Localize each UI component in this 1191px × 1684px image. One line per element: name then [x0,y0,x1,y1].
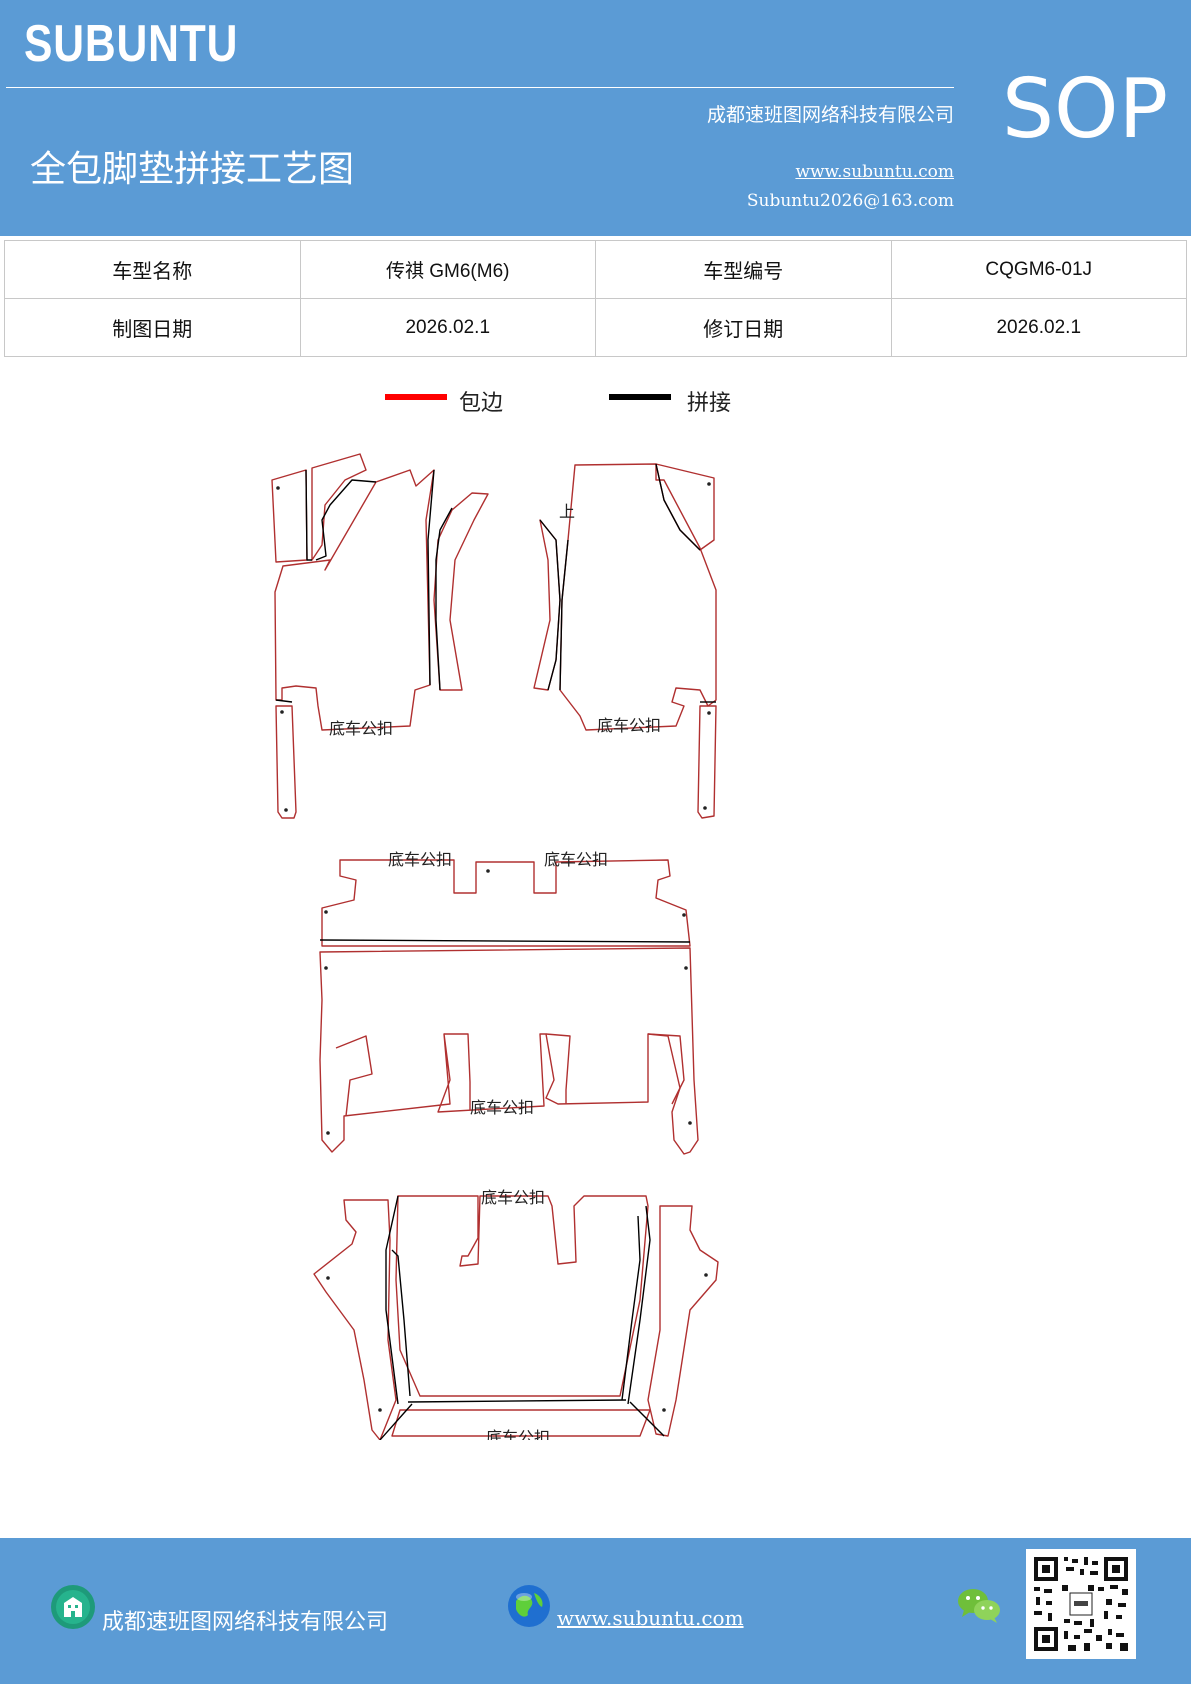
pattern-label: 底车公扣 [329,719,393,738]
footer-url-link[interactable]: www.subuntu.com [557,1606,744,1630]
legend-seam-label: 拼接 [687,391,732,416]
header-url-link[interactable]: www.subuntu.com [795,162,954,182]
table-row: 制图日期 2026.02.1 修订日期 2026.02.1 [4,298,1187,357]
globe-icon [508,1585,550,1627]
qr-code [1026,1549,1136,1659]
brand-logo: SUBUNTU [24,15,239,73]
legend-edge-label: 包边 [459,391,504,416]
locating-dots [276,482,711,1412]
pattern-label: 底车公扣 [544,850,608,869]
header-banner: SUBUNTU 成都速班图网络科技有限公司 全包脚垫拼接工艺图 www.subu… [0,0,1191,236]
up-marker: 上 [559,502,575,521]
pattern-label: 底车公扣 [597,716,661,735]
sop-badge: SOP [1002,62,1169,157]
header-company: 成都速班图网络科技有限公司 [706,104,954,126]
footer-company: 成都速班图网络科技有限公司 [102,1610,389,1635]
legend: 包边 拼接 [385,385,845,421]
revise-date-value: 2026.02.1 [890,298,1187,357]
table-row: 车型名称 传祺 GM6(M6) 车型编号 CQGM6-01J [4,240,1187,299]
front-left-mat [271,453,489,819]
header-email: Subuntu2026@163.com [746,191,954,211]
pattern-label: 底车公扣 [481,1188,545,1207]
model-code-label: 车型编号 [595,240,892,299]
document-title: 全包脚垫拼接工艺图 [30,149,355,190]
model-name-value: 传祺 GM6(M6) [299,240,596,299]
third-row-mat [313,1195,719,1440]
pattern-label: 底车公扣 [486,1428,550,1440]
second-row-mat [319,859,699,1155]
model-code-value: CQGM6-01J [890,240,1187,299]
building-icon [51,1585,95,1629]
model-name-label: 车型名称 [4,240,301,299]
wechat-icon [958,1589,1000,1623]
legend-seam-swatch [609,394,671,400]
pattern-label: 底车公扣 [388,850,452,869]
info-table: 车型名称 传祺 GM6(M6) 车型编号 CQGM6-01J 制图日期 2026… [4,240,1187,357]
header-divider [6,87,954,88]
mat-pattern-drawing: 上 底车公扣 底车公扣 底车公扣 底车公扣 底车公扣 底车公扣 底车公扣 [271,453,719,1440]
revise-date-label: 修订日期 [595,298,892,357]
front-right-mat [533,463,717,819]
pattern-label: 底车公扣 [470,1098,534,1117]
draw-date-label: 制图日期 [4,298,301,357]
legend-edge-swatch [385,394,447,400]
footer-banner: 成都速班图网络科技有限公司 www.subuntu.com [0,1538,1191,1684]
draw-date-value: 2026.02.1 [299,298,596,357]
